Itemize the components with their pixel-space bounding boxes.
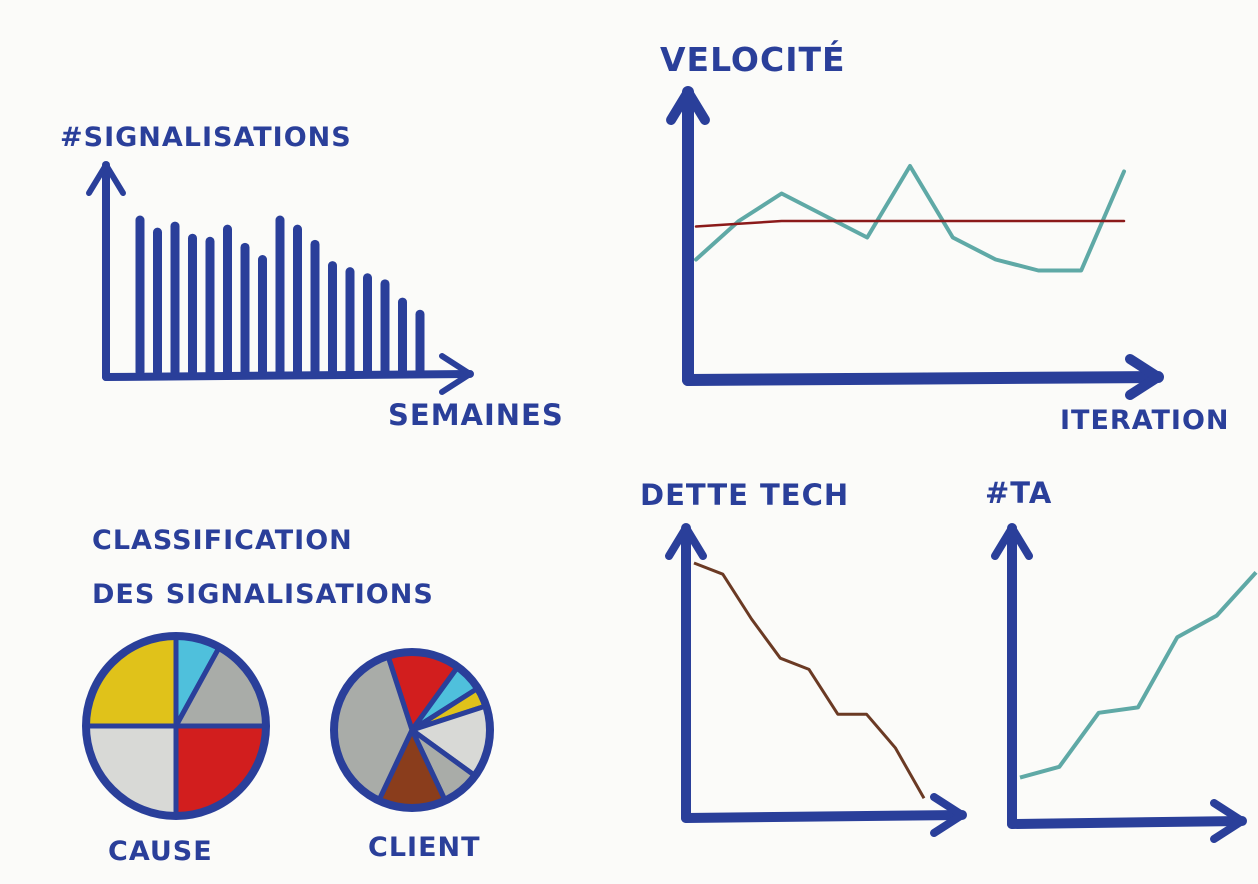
semaines-axis-label: SEMAINES	[388, 398, 564, 432]
ta-chart-y-arrowhead	[991, 524, 1033, 560]
dette-tech-chart-y-arrowhead	[665, 524, 707, 560]
cause-pie-outline	[82, 632, 270, 820]
signalisations-chart-x-axis	[102, 370, 474, 381]
ta-series	[1019, 571, 1258, 780]
classification-title-line-2: DES SIGNALISATIONS	[92, 579, 434, 610]
ta-chart-x-axis	[1007, 816, 1247, 829]
ta-axis-label: #TA	[985, 476, 1053, 510]
dette-tech-chart-x-arrowhead	[930, 793, 966, 837]
cause-pie-label: CAUSE	[108, 836, 213, 867]
client-pie-label: CLIENT	[368, 832, 481, 863]
dette-tech-series	[693, 561, 926, 799]
iteration-axis-label: ITERATION	[1060, 405, 1230, 436]
velocite-series-2	[694, 219, 1126, 228]
dette-tech-chart-x-axis	[681, 810, 967, 823]
ta-chart-x-arrowhead	[1210, 799, 1246, 843]
velocite-axis-label: VELOCITÉ	[660, 40, 846, 79]
velocite-chart-x-axis	[682, 371, 1164, 386]
velocite-chart-y-arrowhead	[666, 87, 710, 125]
velocite-series-1	[694, 164, 1126, 273]
client-pie-outline	[330, 648, 494, 812]
classification-title: CLASSIFICATION DES SIGNALISATIONS	[92, 514, 434, 622]
classification-title-line-1: CLASSIFICATION	[92, 525, 353, 556]
velocite-chart-x-arrowhead	[1125, 354, 1163, 400]
signalisations-chart-x-arrowhead	[439, 353, 473, 395]
dette-tech-axis-label: DETTE TECH	[640, 478, 850, 512]
signalisations-chart-y-arrowhead	[86, 162, 126, 196]
signalisations-axis-label: #SIGNALISATIONS	[60, 122, 352, 153]
